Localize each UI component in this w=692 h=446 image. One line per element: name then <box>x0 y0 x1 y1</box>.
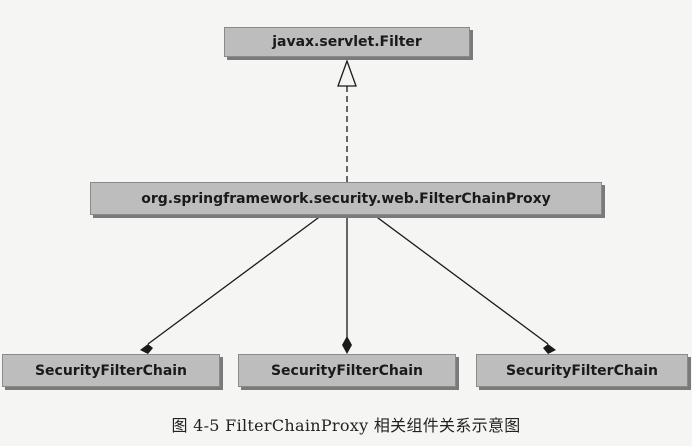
filter-chain-proxy-label: org.springframework.security.web.FilterC… <box>141 190 551 207</box>
security-filter-chain-label: SecurityFilterChain <box>505 362 659 379</box>
security-filter-chain-box: SecurityFilterChain <box>238 354 456 387</box>
security-filter-chain-label: SecurityFilterChain <box>34 362 188 379</box>
composition-line-3 <box>373 214 549 345</box>
security-filter-chain-box: SecurityFilterChain <box>2 354 220 387</box>
composition-diamond-2 <box>342 336 352 354</box>
figure-caption: 图 4-5 FilterChainProxy 相关组件关系示意图 <box>171 416 521 435</box>
composition-line-1 <box>147 214 323 345</box>
security-filter-chain-box: SecurityFilterChain <box>476 354 688 387</box>
filter-interface-box: javax.servlet.Filter <box>224 27 470 57</box>
composition-diamond-1 <box>140 344 153 354</box>
security-filter-chain-label: SecurityFilterChain <box>270 362 424 379</box>
filter-chain-proxy-box: org.springframework.security.web.FilterC… <box>90 182 602 215</box>
composition-diamond-3 <box>543 344 556 354</box>
realization-arrowhead <box>337 59 357 87</box>
filter-interface-label: javax.servlet.Filter <box>272 34 422 50</box>
